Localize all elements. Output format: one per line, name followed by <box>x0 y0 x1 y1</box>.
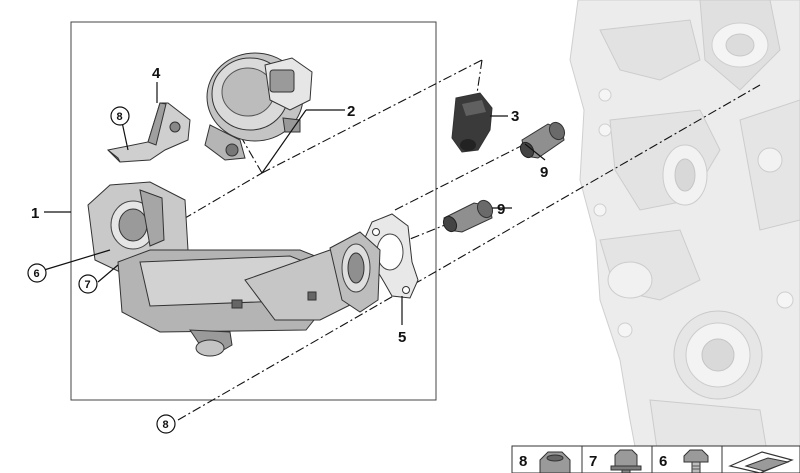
legend-cell-gasket <box>728 451 794 473</box>
legend-label-7: 7 <box>589 453 597 470</box>
egr-cooler-part-1 <box>87 181 381 357</box>
gasket-strip-icon <box>728 451 794 473</box>
callout-1: 1 <box>31 205 39 222</box>
sensor-part-3 <box>451 92 493 153</box>
callout-8-lower: 8 <box>163 419 169 431</box>
callouts: 1 2 3 4 5 9 9 6 7 8 8 <box>27 65 548 434</box>
callout-8-upper: 8 <box>117 111 123 123</box>
hose-part-9-upper <box>519 121 566 159</box>
assembly-frame <box>70 21 437 401</box>
legend-strip: 8 7 6 <box>511 445 800 473</box>
callout-8-upper-circle <box>110 106 130 126</box>
legend-cell-7: 7 <box>589 449 642 473</box>
callout-3: 3 <box>511 108 519 125</box>
hose-part-9-lower <box>442 199 494 233</box>
callout-6-circle <box>27 263 47 283</box>
egr-valve-part-2 <box>204 52 313 161</box>
bolt-icon <box>683 449 709 473</box>
engine-block <box>569 0 800 473</box>
callout-2: 2 <box>347 103 355 120</box>
leader-lines <box>43 82 546 325</box>
callout-6: 6 <box>34 268 40 280</box>
callout-7: 7 <box>85 279 91 291</box>
legend-cell-6: 6 <box>659 449 709 473</box>
legend-label-8: 8 <box>519 453 527 470</box>
collar-nut-icon <box>610 449 642 473</box>
callout-5: 5 <box>398 329 406 346</box>
callout-7-circle <box>78 274 98 294</box>
bracket-part-4 <box>106 102 191 163</box>
legend-label-6: 6 <box>659 453 667 470</box>
callout-8-lower-circle <box>156 414 176 434</box>
legend-cell-8: 8 <box>519 451 571 473</box>
nut-icon <box>539 451 571 473</box>
callout-4: 4 <box>152 65 161 82</box>
callout-9-upper: 9 <box>540 164 548 181</box>
callout-9-lower: 9 <box>497 201 505 218</box>
